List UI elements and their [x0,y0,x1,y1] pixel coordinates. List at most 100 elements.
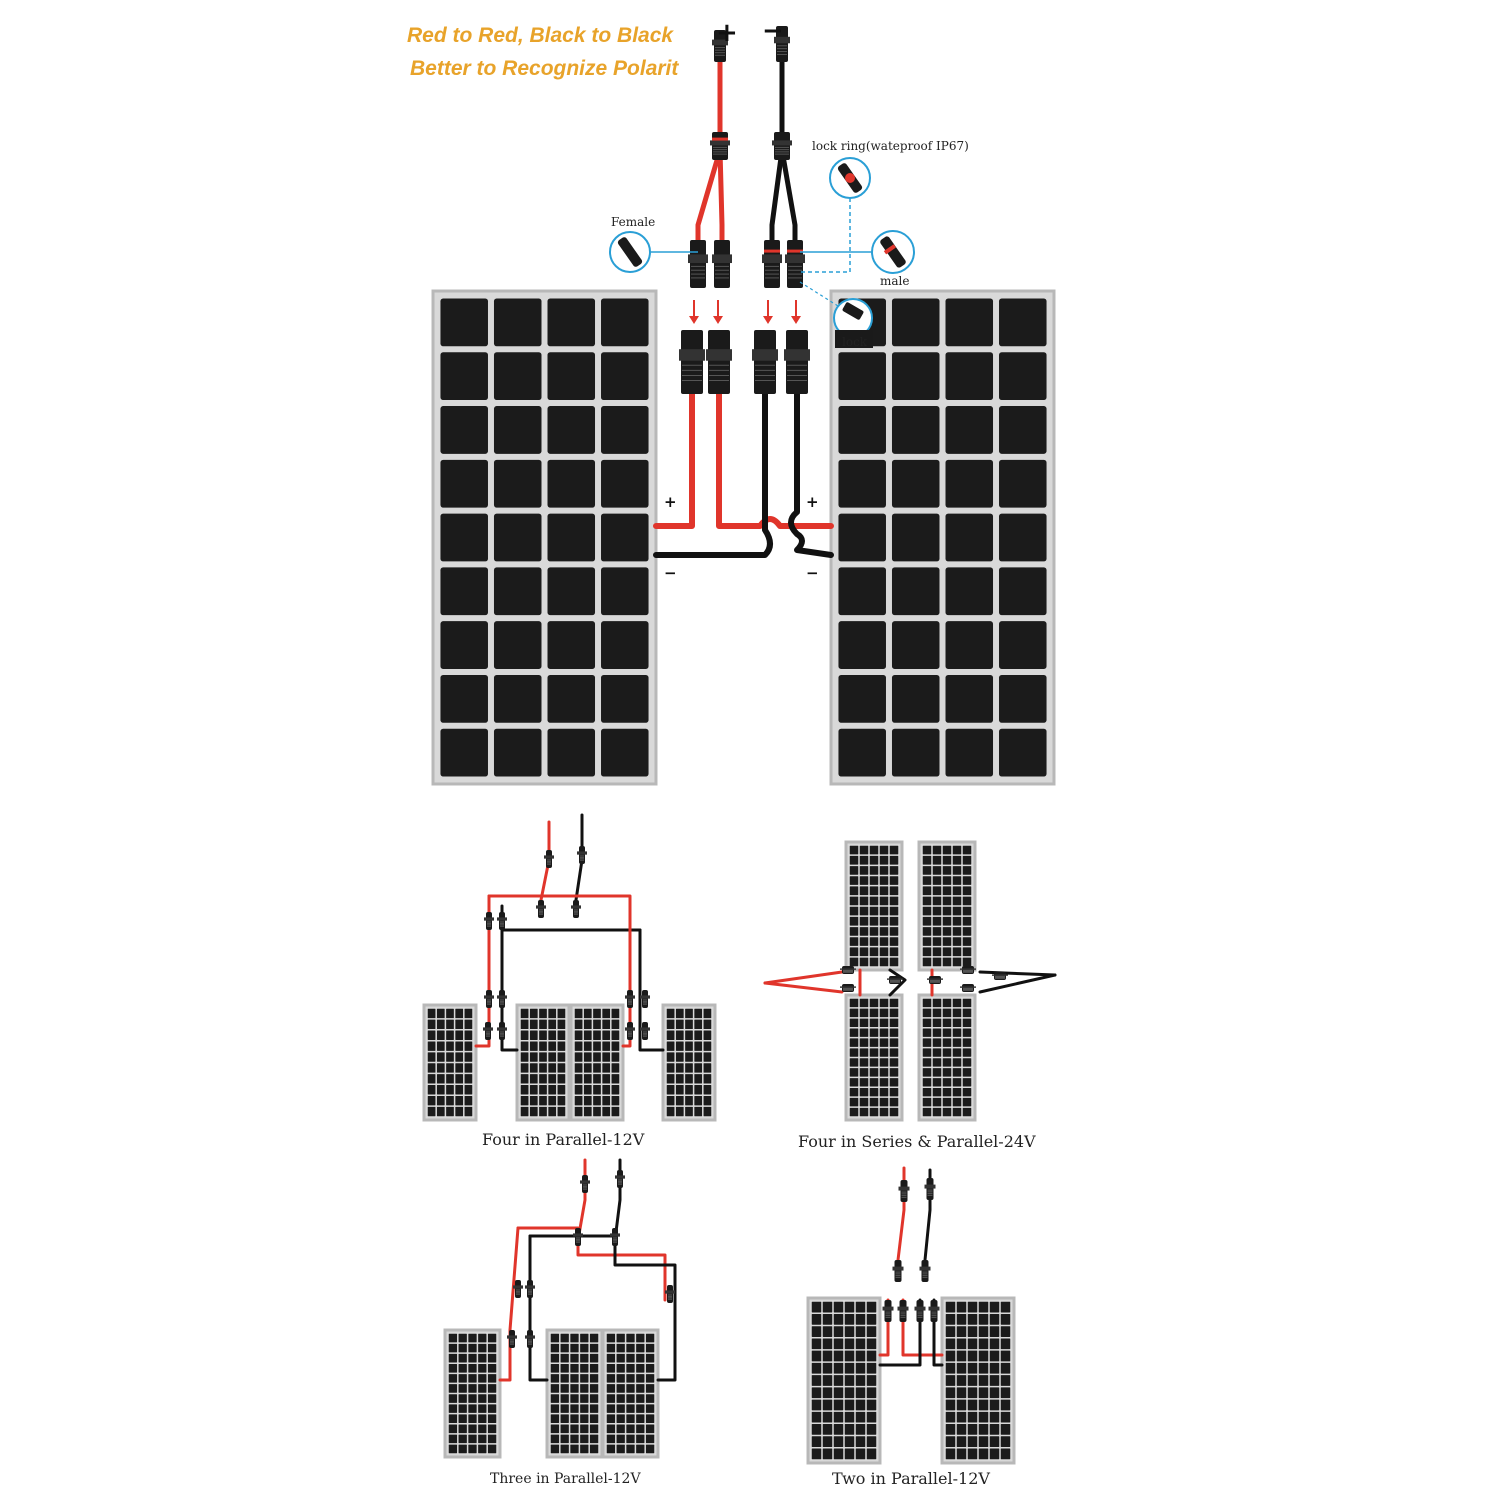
solar-cell [956,1301,967,1313]
solar-cell [589,1333,599,1343]
solar-cell [962,866,972,875]
solar-cell [560,1404,569,1413]
solar-cell [838,674,886,723]
tp-top-positive [576,1158,587,1242]
solar-cell [999,674,1047,723]
solar-cell [666,1063,675,1073]
solar-cell [427,1063,436,1073]
solar-cell [952,957,962,967]
negative-branch-left [769,147,785,253]
bubble-connector [880,236,906,268]
solar-cell [666,1074,675,1084]
solar-cell [922,1038,932,1047]
solar-cell [952,927,962,936]
solar-cell [956,1338,967,1350]
solar-cell [889,866,899,875]
solar-cell [945,1313,956,1325]
lock-label: lock [842,335,868,349]
solar-cell [602,1008,611,1019]
positive-sign: + [716,18,738,48]
solar-cell [560,1384,569,1393]
solar-cell [570,1343,579,1353]
solar-cell [626,1444,635,1454]
solar-cell [446,1074,454,1084]
solar-cell [1000,1424,1011,1435]
connector-nut [497,995,507,999]
solar-cell [593,1052,601,1062]
solar-cell [945,459,994,508]
solar-cell [570,1414,579,1423]
solar-cell [879,1097,889,1107]
solar-cell [849,1097,859,1107]
solar-cell [859,896,869,906]
solar-cell [859,1028,869,1037]
solar-cell [446,1041,454,1051]
negative-branch-right [779,147,798,253]
solar-cell [833,1399,844,1411]
solar-cell [455,1085,464,1095]
solar-cell [626,1434,635,1444]
solar-cell [448,1444,458,1454]
solar-cell [942,845,952,855]
solar-cell [539,1085,547,1095]
solar-cell [593,1019,601,1030]
solar-cell [557,1095,566,1106]
solar-cell [932,1048,942,1057]
solar-cell [956,1313,967,1325]
solar-cell [557,1008,566,1019]
solar-cell [666,1008,675,1019]
solar-cell [932,855,942,865]
solar-cell [962,886,972,896]
sp-panel-3 [844,993,904,1122]
connector-body [926,1178,934,1200]
fp-connector [544,850,554,868]
solar-cell [956,1350,967,1362]
tp-connector [665,1285,675,1303]
solar-cell [436,1063,445,1073]
left-negative-sign: − [664,564,677,582]
sp-connector [960,984,976,992]
connector-nut [774,36,790,44]
solar-cell [866,1362,877,1374]
solar-cell [427,1074,436,1084]
solar-cell [703,1106,712,1117]
solar-cell [703,1019,712,1030]
solar-cell [487,1424,497,1434]
solar-cell [570,1394,579,1403]
solar-cell [855,1362,866,1374]
solar-cell [999,621,1047,669]
solar-cell [455,1052,464,1062]
solar-cell [493,459,542,508]
solar-cell [822,1411,833,1423]
connector-nut [525,1335,535,1339]
solar-cell [932,957,942,967]
solar-cell [580,1343,589,1353]
solar-cell [487,1343,497,1353]
solar-cell [675,1063,684,1073]
connector-body [708,330,730,394]
solar-cell [811,1362,822,1374]
solar-cell [945,298,994,347]
fp-connector [577,846,587,864]
solar-cell [487,1333,497,1343]
solar-cell [989,1399,1000,1411]
solar-cell [583,1106,592,1117]
twp-connector [928,1300,940,1322]
solar-cell [945,1424,956,1435]
twp-panel-2 [940,1296,1016,1465]
solar-cell [589,1424,599,1434]
solar-cell [859,1018,869,1027]
solar-cell [487,1353,497,1363]
connector-body [538,900,544,918]
solar-cell [859,866,869,875]
solar-cell [448,1333,458,1343]
solar-cell [574,1019,583,1030]
solar-cell [859,937,869,946]
solar-cell [945,1362,956,1374]
solar-cell [945,1436,956,1448]
solar-cell [675,1030,684,1040]
tp-connector [507,1330,517,1348]
solar-cell [967,1338,978,1350]
solar-cell [685,1052,693,1062]
solar-cell [493,352,542,401]
